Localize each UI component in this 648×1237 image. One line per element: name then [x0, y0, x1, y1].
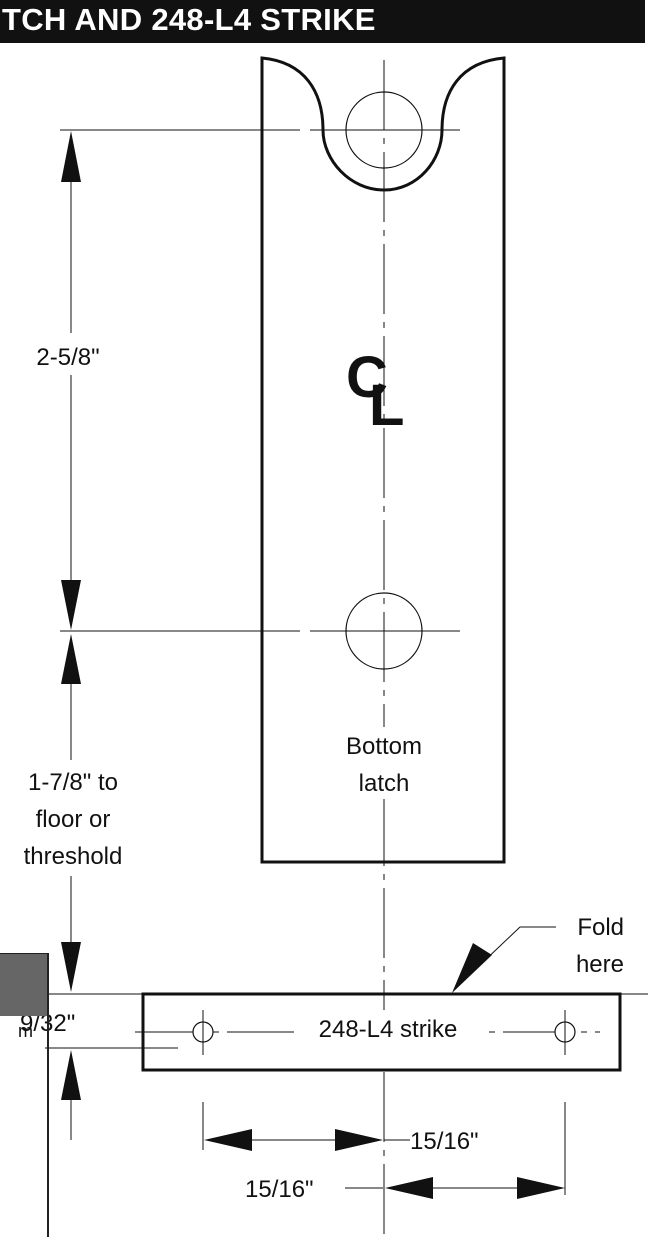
corner-panel	[0, 1015, 49, 1237]
bottom-latch-label-line2: latch	[359, 770, 410, 797]
strike-label: 248-L4 strike	[319, 1016, 458, 1043]
dim-arrow-top-up	[61, 131, 81, 182]
offset-arrow-up	[61, 1050, 81, 1100]
bottom-latch-label-bg	[325, 727, 443, 799]
strike-label-bg	[294, 1012, 484, 1044]
corner-panel-text: m	[18, 1021, 33, 1041]
dim-arrow-top-down	[61, 580, 81, 630]
page-title: TCH AND 248-L4 STRIKE	[2, 2, 376, 37]
dim-floor-label-line2: floor or	[36, 806, 111, 833]
dim-floor-label-bg	[2, 760, 148, 876]
header-bar: TCH AND 248-L4 STRIKE	[0, 0, 645, 43]
bottom-latch-label-line1: Bottom	[346, 733, 422, 760]
dim-top-label-bg	[18, 333, 126, 375]
dim-arrow-left-hole-right	[335, 1129, 383, 1151]
dim-arrow-floor-up	[61, 634, 81, 684]
dim-arrow-left-hole-left	[204, 1129, 252, 1151]
centerline-symbol-l: L	[369, 373, 404, 438]
dim-arrow-right-hole-left	[385, 1177, 433, 1199]
dim-right-hole-label: 15/16"	[410, 1128, 479, 1155]
corner-panel-header	[0, 953, 49, 1016]
fold-leader-line	[479, 926, 556, 966]
dim-arrow-floor-down	[61, 942, 81, 992]
fold-label-line1: Fold	[577, 914, 624, 941]
dim-floor-label-line1: 1-7/8" to	[28, 769, 118, 796]
fold-label-line2: here	[576, 951, 624, 978]
centerline-symbol-c: C	[346, 345, 388, 410]
dim-floor-label-line3: threshold	[24, 843, 123, 870]
dim-arrow-right-hole-right	[517, 1177, 565, 1199]
fold-leader-arrow	[452, 943, 492, 993]
dim-top-spacing-label: 2-5/8"	[36, 344, 99, 371]
latch-plate-outline	[260, 56, 506, 864]
dim-left-hole-label: 15/16"	[245, 1176, 314, 1203]
